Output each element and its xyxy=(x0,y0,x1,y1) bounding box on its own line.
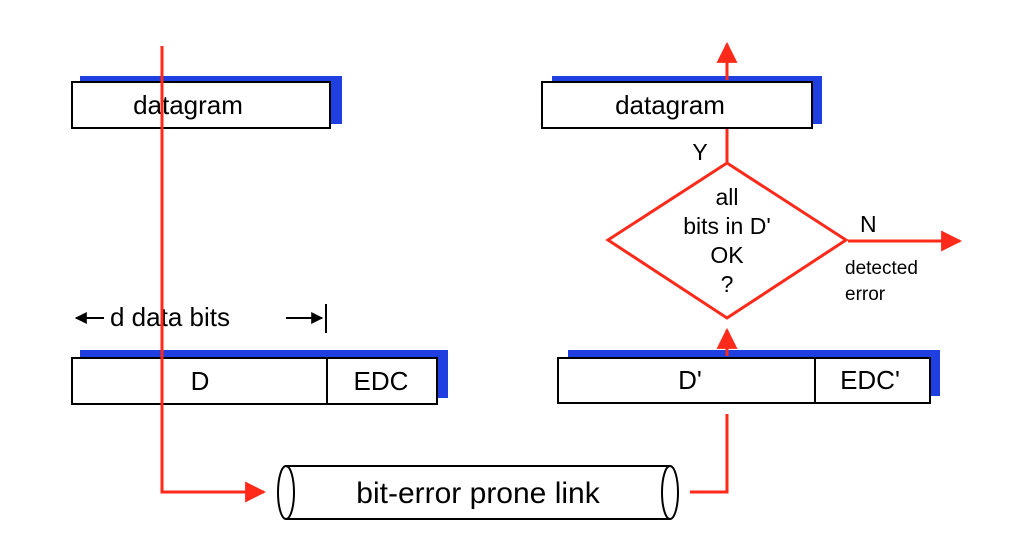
link-cylinder-right-cap xyxy=(661,465,679,520)
link-cylinder-left-cap xyxy=(277,465,295,520)
decision-diamond xyxy=(605,161,849,320)
receiver-edc-field-label: EDC' xyxy=(840,365,900,395)
receiver-data-field-label: D' xyxy=(678,365,702,395)
sender-datagram-label: datagram xyxy=(133,90,243,120)
link-label: bit-error prone link xyxy=(356,477,600,510)
sender-frame-box xyxy=(71,357,438,405)
sender-data-field-label: D xyxy=(191,366,210,396)
link-cylinder xyxy=(277,465,679,520)
link-cylinder-body xyxy=(286,465,670,520)
decision-line-3: OK xyxy=(710,242,744,268)
sender-flow-line xyxy=(160,46,267,503)
receiver-datagram-label: datagram xyxy=(615,90,725,120)
yes-label: Y xyxy=(692,139,707,165)
sender-datagram-box xyxy=(71,81,331,129)
decision-line-2: bits in D' xyxy=(683,213,770,239)
decision-line-4: ? xyxy=(721,271,734,297)
receiver-datagram-box xyxy=(541,81,813,129)
decision-line-1: all xyxy=(715,184,738,210)
data-bits-label: d data bits xyxy=(110,302,230,332)
detected-error-line-1: detected xyxy=(845,258,918,279)
receiver-flow-line xyxy=(690,414,729,494)
no-label: N xyxy=(860,211,877,237)
sender-edc-field-label: EDC xyxy=(354,366,409,396)
detected-error-line-2: error xyxy=(845,284,886,305)
receiver-frame-box xyxy=(557,357,931,404)
